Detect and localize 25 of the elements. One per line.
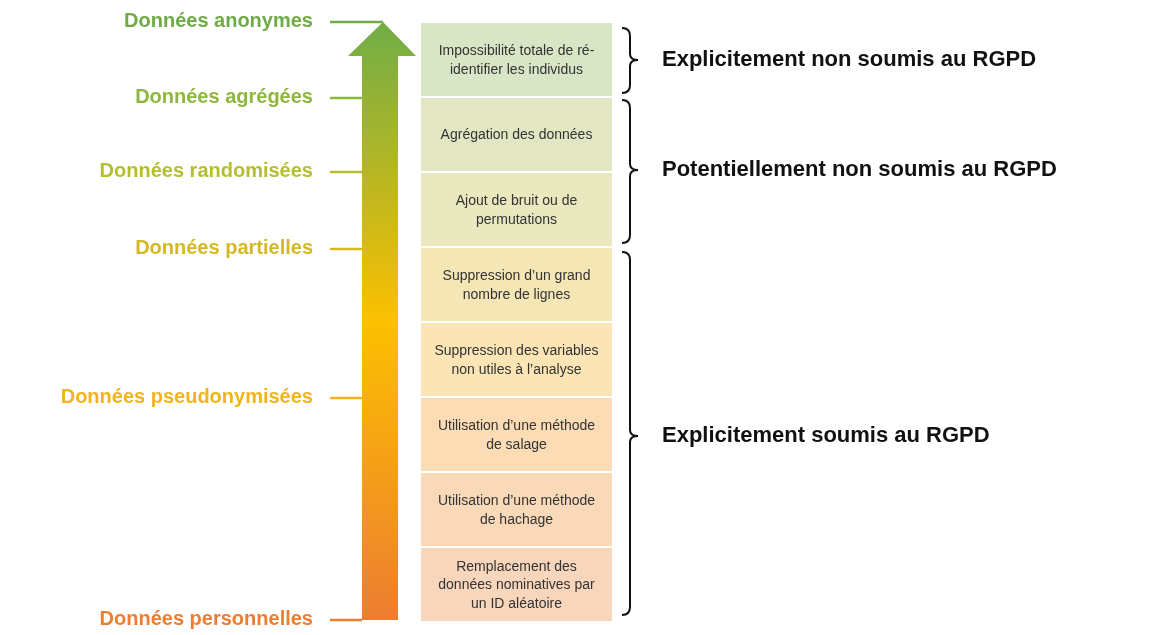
scale-label: Données randomisées xyxy=(99,159,313,182)
method-box xyxy=(421,173,612,246)
method-box xyxy=(421,548,612,621)
box-text: Ajout de bruit ou de permutations xyxy=(454,191,579,228)
box-text: Utilisation d’une méthode de salage xyxy=(436,416,597,453)
box-text: Impossibilité totale de ré-identifier les individus xyxy=(437,41,596,78)
method-box xyxy=(421,23,612,96)
method-box xyxy=(421,98,612,171)
scale-label: Données anonymes xyxy=(124,9,313,32)
category-label: Explicitement soumis au RGPD xyxy=(662,422,990,448)
scale-label: Données partielles xyxy=(135,236,313,259)
box-text: Agrégation des données xyxy=(440,125,593,144)
scale-label: Données pseudonymisées xyxy=(60,385,313,408)
box-text: Remplacement des données nominatives par un ID aléatoire xyxy=(437,557,596,612)
method-box xyxy=(421,323,612,396)
scale-label: Données agrégées xyxy=(135,85,313,108)
box-text: Utilisation d’une méthode de hachage xyxy=(436,491,597,528)
method-box xyxy=(421,473,612,546)
scale-label: Données personnelles xyxy=(99,607,313,630)
method-box xyxy=(421,398,612,471)
method-box xyxy=(421,248,612,321)
box-text: Suppression des variables non utiles à l’analyse xyxy=(433,341,600,378)
category-label: Potentiellement non soumis au RGPD xyxy=(662,156,1057,182)
box-text: Suppression d’un grand nombre de lignes xyxy=(441,266,592,303)
category-label: Explicitement non soumis au RGPD xyxy=(662,46,1037,72)
